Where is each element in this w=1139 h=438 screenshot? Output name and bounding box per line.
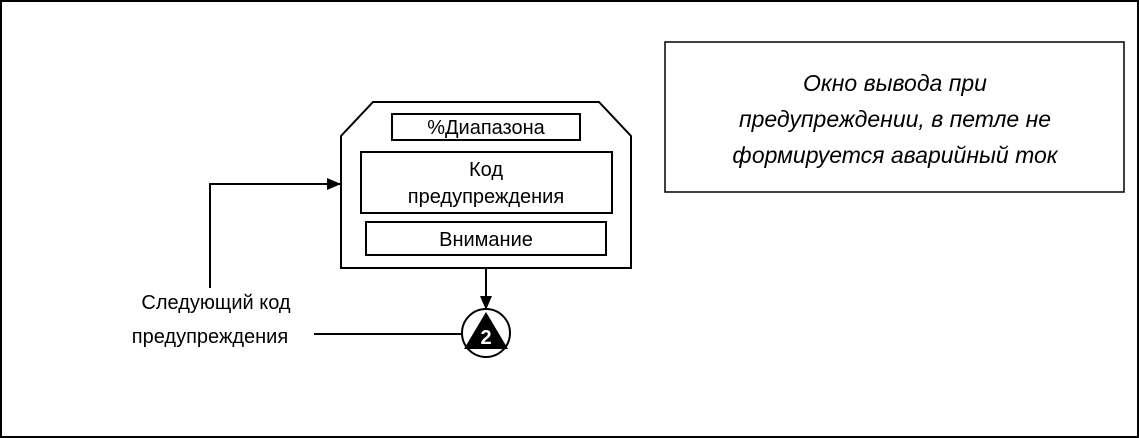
connector-number: 2 xyxy=(480,327,491,349)
attention-label: Внимание xyxy=(439,229,533,251)
range-label: %Диапазона xyxy=(427,117,545,139)
note-box xyxy=(664,41,1125,193)
display-window: %Диапазона Код предупреждения Внимание xyxy=(340,101,632,269)
next-code-label-line-1: Следующий код xyxy=(141,292,290,314)
connector-badge: 2 xyxy=(461,308,511,358)
range-field xyxy=(391,113,581,141)
note-line-3: формируется аварийный ток xyxy=(732,142,1058,168)
code-label-line-1: Код xyxy=(469,159,503,181)
attention-field xyxy=(365,221,607,256)
next-code-label-line-2: предупреждения xyxy=(132,326,288,348)
code-field xyxy=(360,151,613,214)
code-label-line-2: предупреждения xyxy=(408,186,564,208)
connector-triangle-icon xyxy=(464,312,508,349)
next-code-arrow xyxy=(209,178,341,288)
note-line-1: Окно вывода при xyxy=(803,70,987,96)
note-line-2: предупреждении, в петле не xyxy=(739,106,1051,132)
